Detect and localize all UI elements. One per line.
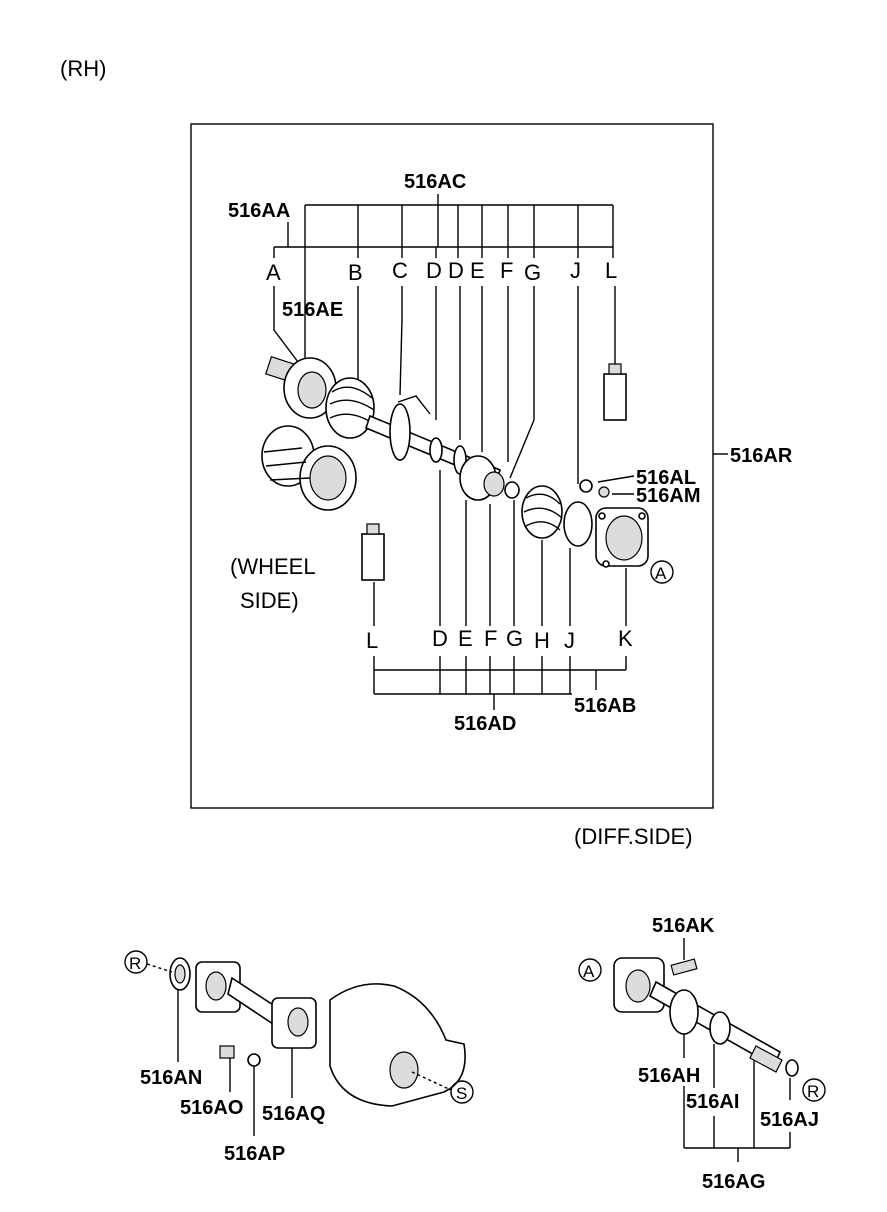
diff-side-label: (DIFF.SIDE) <box>574 824 693 849</box>
side-label: (RH) <box>60 56 106 81</box>
letter-bottom-D: D <box>432 626 448 651</box>
label-516AN[interactable]: 516AN <box>140 1067 202 1089</box>
ref-circle-r-left <box>124 950 148 974</box>
letter-bottom-L: L <box>366 628 378 653</box>
label-516AK[interactable]: 516AK <box>652 915 715 937</box>
letter-top-G: G <box>524 260 541 285</box>
letter-top-L: L <box>605 258 617 283</box>
label-516AO[interactable]: 516AO <box>180 1097 243 1119</box>
label-516AL[interactable]: 516AL <box>636 467 696 489</box>
ref-circle-a-lower <box>578 958 602 982</box>
ref-r-right-label: R <box>807 1082 819 1101</box>
label-516AD[interactable]: 516AD <box>454 713 516 735</box>
letter-bottom-F: F <box>484 626 497 651</box>
ref-circle-a <box>650 560 674 584</box>
ref-circle-s <box>450 1080 474 1104</box>
letter-top-E: E <box>470 258 485 283</box>
label-516AR[interactable]: 516AR <box>730 445 793 467</box>
label-516AG[interactable]: 516AG <box>702 1171 765 1193</box>
label-516AQ[interactable]: 516AQ <box>262 1103 325 1125</box>
letter-top-B: B <box>348 260 363 285</box>
ref-circle-r-right <box>802 1078 826 1102</box>
ref-a-lower-label: A <box>583 962 595 981</box>
wheel-side-label-2: SIDE) <box>240 588 299 613</box>
letter-bottom-E: E <box>458 626 473 651</box>
letter-top-D1: D <box>426 258 442 283</box>
letter-top-F: F <box>500 258 513 283</box>
label-516AI[interactable]: 516AI <box>686 1091 739 1113</box>
label-516AE[interactable]: 516AE <box>282 299 343 321</box>
letter-top-D2: D <box>448 258 464 283</box>
ref-a-label: A <box>655 564 667 583</box>
ref-s-label: S <box>456 1084 467 1103</box>
letter-top-J: J <box>570 258 581 283</box>
assembly-frame <box>190 123 714 809</box>
label-516AP[interactable]: 516AP <box>224 1143 285 1165</box>
label-516AJ[interactable]: 516AJ <box>760 1109 819 1131</box>
letter-bottom-K: K <box>618 626 633 651</box>
ref-r-left-label: R <box>129 954 141 973</box>
letter-bottom-H: H <box>534 628 550 653</box>
letter-top-C: C <box>392 258 408 283</box>
drive-shaft-drawing <box>261 355 649 581</box>
stub-shaft-drawing <box>613 957 799 1077</box>
label-516AB[interactable]: 516AB <box>574 695 636 717</box>
label-516AM[interactable]: 516AM <box>636 485 700 507</box>
label-516AH[interactable]: 516AH <box>638 1065 700 1087</box>
letter-top-A: A <box>266 260 281 285</box>
label-516AC[interactable]: 516AC <box>404 171 466 193</box>
wheel-side-label-1: (WHEEL <box>230 554 316 579</box>
letter-bottom-G: G <box>506 626 523 651</box>
label-516AA[interactable]: 516AA <box>228 200 290 222</box>
letter-bottom-J: J <box>564 628 575 653</box>
intermediate-shaft-drawing <box>169 957 466 1107</box>
